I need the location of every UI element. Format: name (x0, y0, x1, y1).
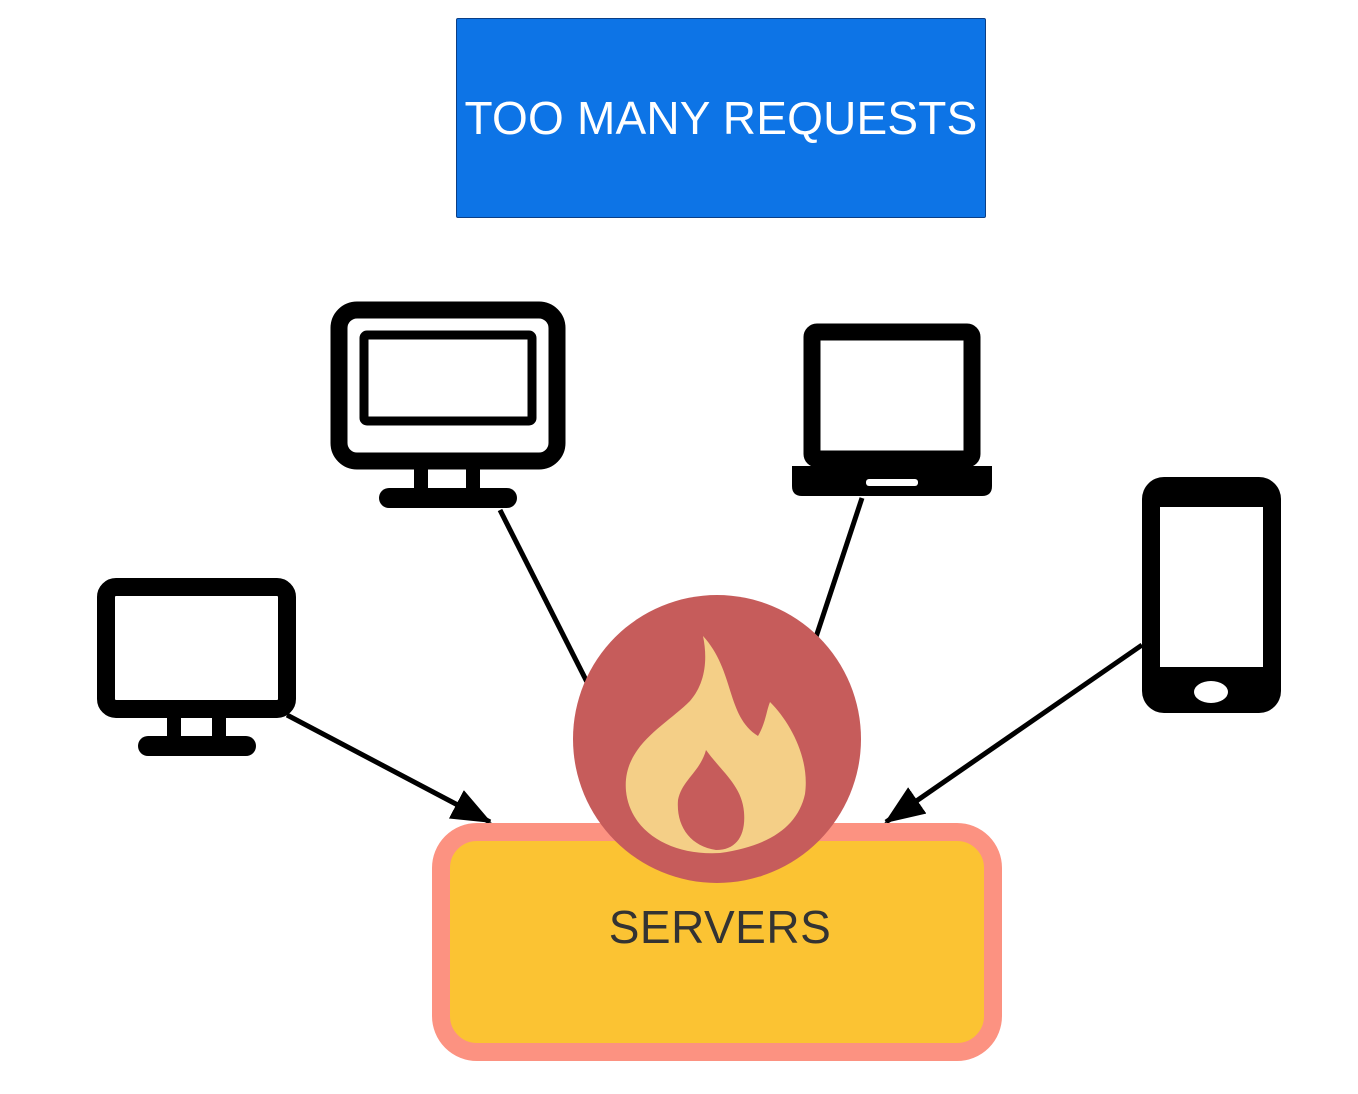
desktop-monitor-icon (330, 301, 566, 508)
smartphone-icon (1142, 477, 1281, 713)
title-banner: TOO MANY REQUESTS (456, 18, 986, 218)
fire-icon (573, 595, 861, 883)
connector-top-desktop (497, 508, 593, 690)
desktop-monitor-icon (97, 578, 296, 756)
arrow-left-desktop-to-servers (285, 712, 492, 825)
connector-laptop (812, 497, 865, 641)
laptop-icon (792, 323, 992, 496)
arrow-phone-to-servers (884, 642, 1144, 825)
servers-label: SERVERS (608, 901, 832, 953)
